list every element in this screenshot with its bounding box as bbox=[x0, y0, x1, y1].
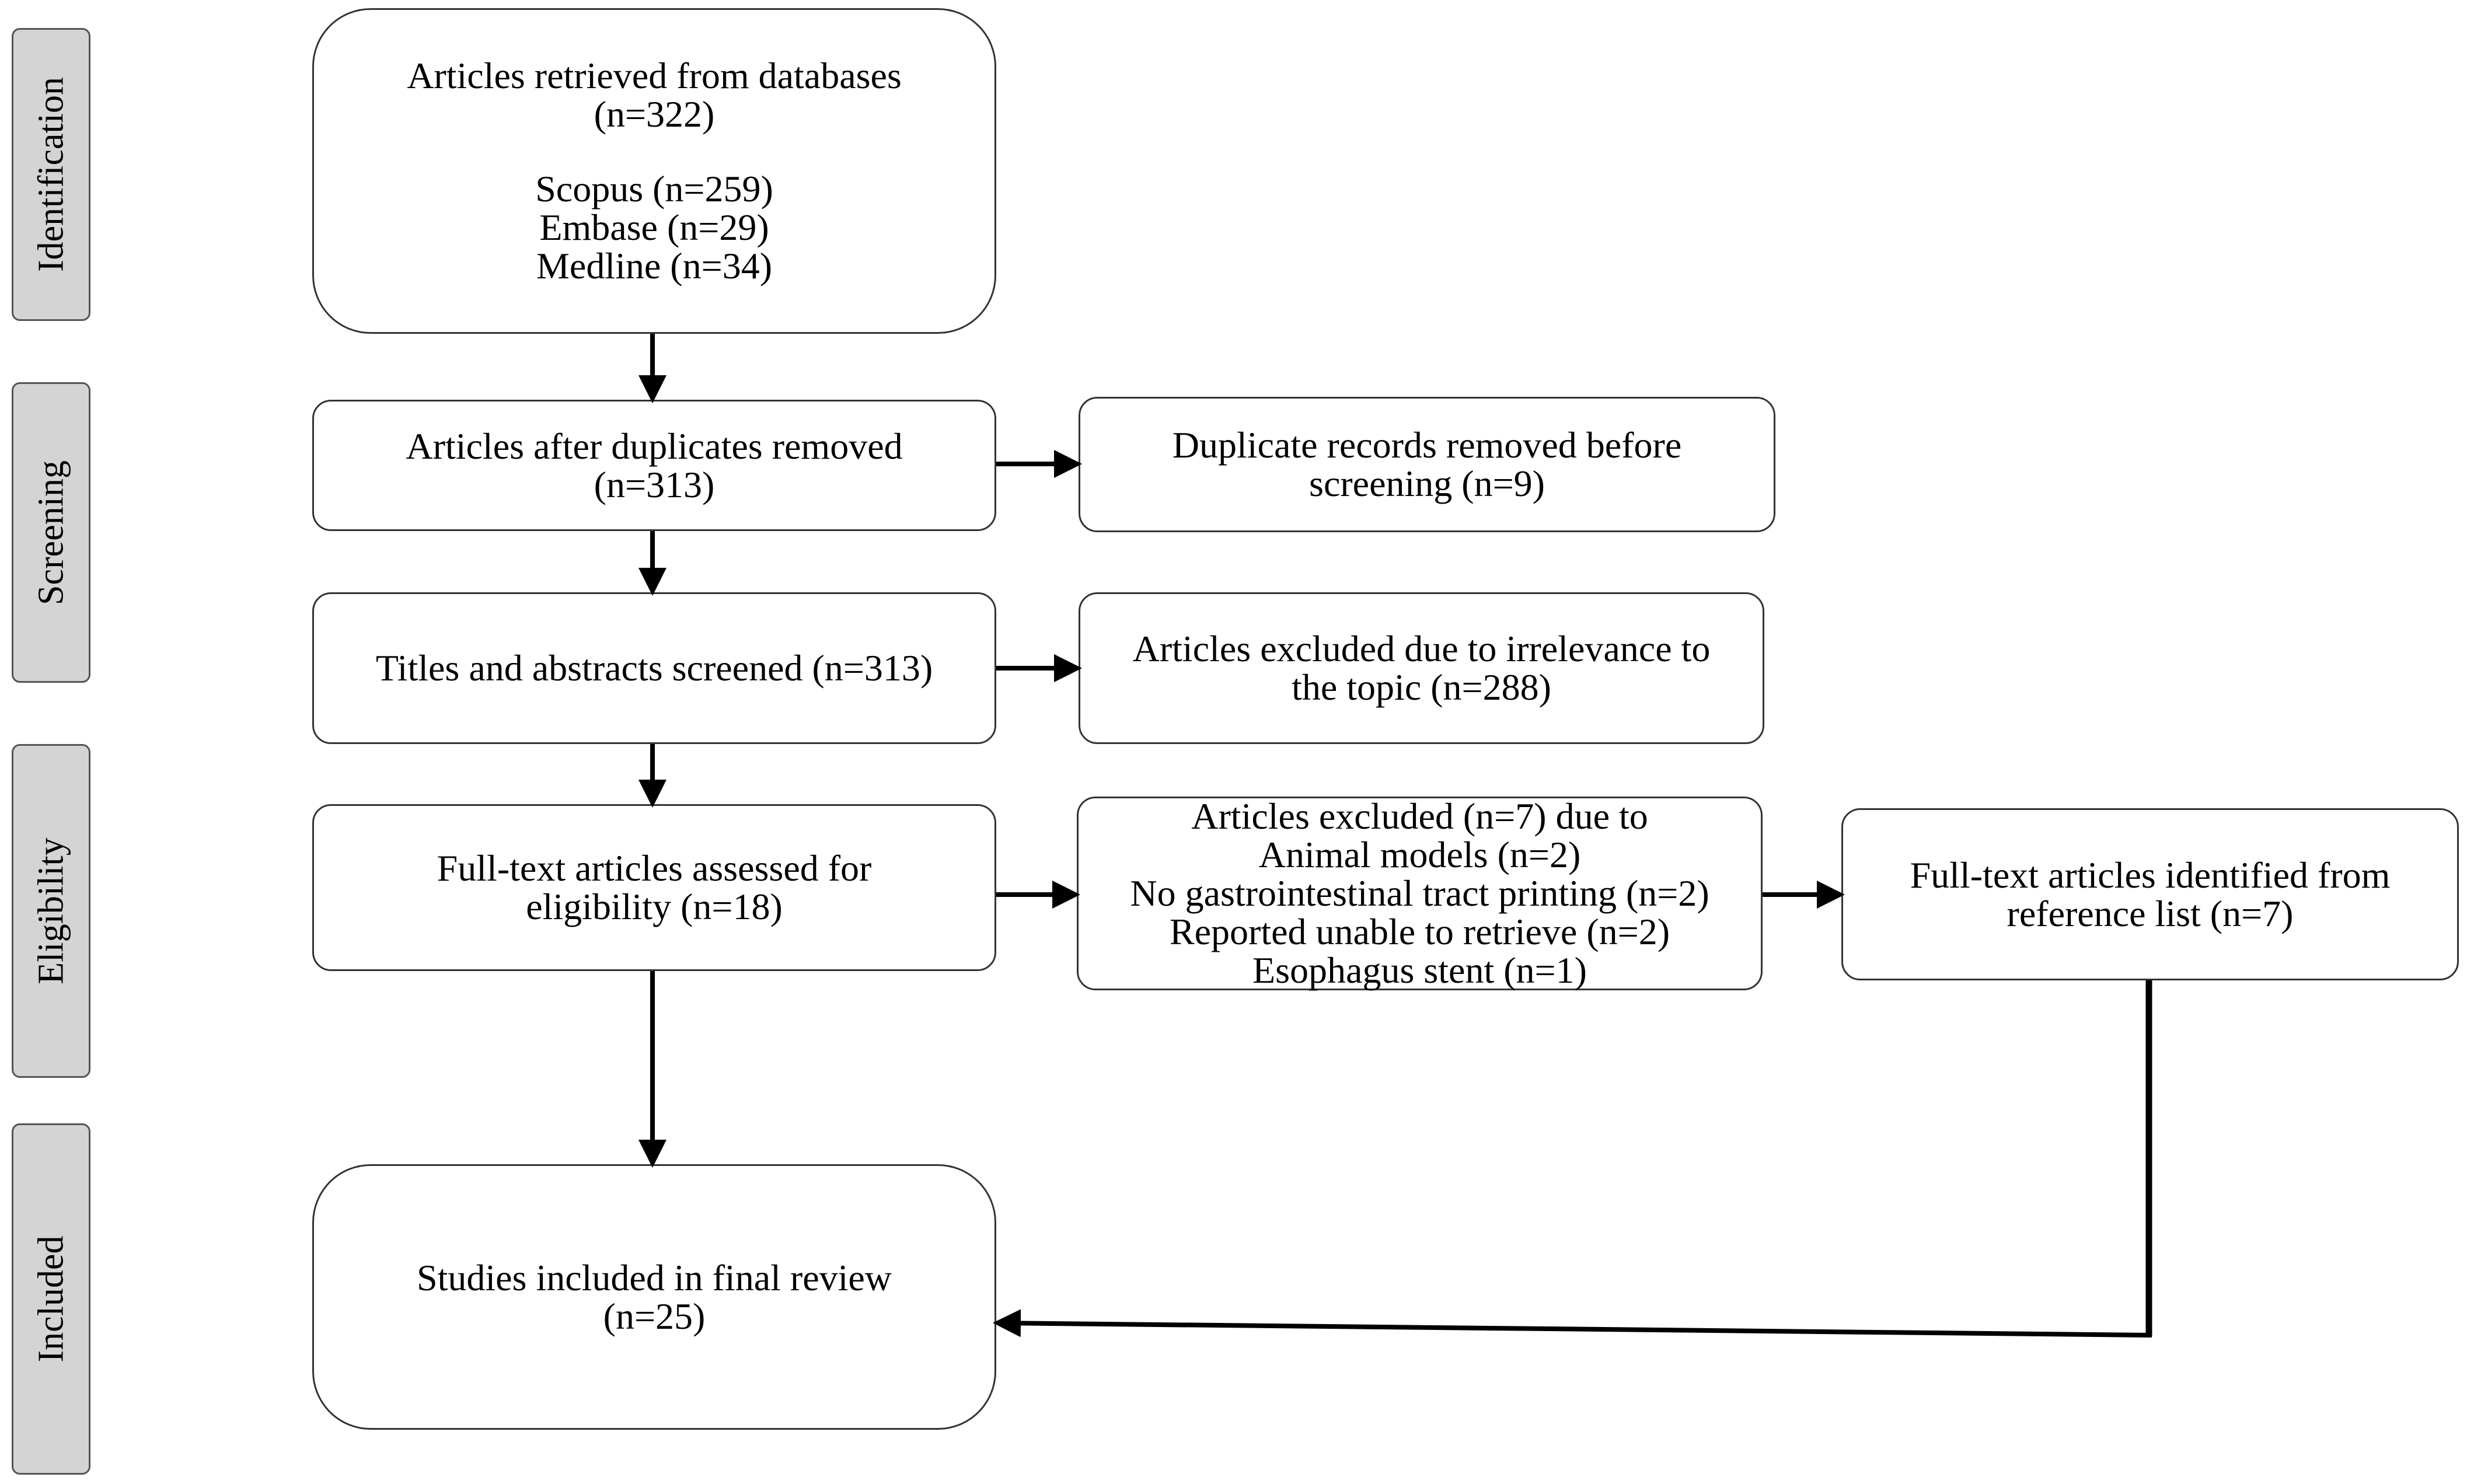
box-excluded-irrelevance: Articles excluded due to irrelevance to … bbox=[1079, 592, 1764, 744]
reason-unable-retrieve: Reported unable to retrieve (n=2) bbox=[1169, 911, 1670, 952]
stage-eligibility: Eligibility bbox=[12, 744, 90, 1078]
after-duplicates-count: (n=313) bbox=[594, 463, 715, 505]
full-text-title: Full-text articles assessed for bbox=[437, 847, 872, 889]
stage-identification: Identification bbox=[12, 28, 90, 321]
full-text-count: eligibility (n=18) bbox=[526, 886, 783, 927]
duplicates-removed-count: screening (n=9) bbox=[1309, 463, 1545, 504]
stage-included: Included bbox=[12, 1123, 90, 1475]
after-duplicates-title: Articles after duplicates removed bbox=[406, 425, 903, 467]
reason-no-gi-printing: No gastrointestinal tract printing (n=2) bbox=[1130, 872, 1709, 914]
box-duplicates-removed: Duplicate records removed before screeni… bbox=[1079, 397, 1775, 532]
excluded-irrelevance-title: Articles excluded due to irrelevance to bbox=[1132, 628, 1711, 669]
source-embase: Embase (n=29) bbox=[539, 207, 769, 248]
duplicates-removed-title: Duplicate records removed before bbox=[1172, 424, 1682, 466]
reference-list-count: reference list (n=7) bbox=[2007, 892, 2294, 934]
reason-animal-models: Animal models (n=2) bbox=[1258, 834, 1581, 875]
reference-list-title: Full-text articles identified from bbox=[1910, 854, 2391, 896]
screened-title: Titles and abstracts screened (n=313) bbox=[375, 647, 933, 689]
retrieved-count: (n=322) bbox=[594, 93, 715, 135]
stage-screening: Screening bbox=[12, 382, 90, 683]
included-title: Studies included in final review bbox=[416, 1256, 892, 1298]
included-count: (n=25) bbox=[603, 1295, 706, 1337]
reason-esophagus-stent: Esophagus stent (n=1) bbox=[1252, 949, 1587, 991]
source-medline: Medline (n=34) bbox=[536, 245, 772, 287]
excluded-irrelevance-count: the topic (n=288) bbox=[1292, 666, 1551, 708]
box-excluded-reasons: Articles excluded (n=7) due to Animal mo… bbox=[1077, 797, 1763, 990]
box-after-duplicates: Articles after duplicates removed (n=313… bbox=[312, 400, 996, 531]
box-articles-retrieved: Articles retrieved from databases (n=322… bbox=[312, 8, 996, 334]
box-reference-list: Full-text articles identified from refer… bbox=[1841, 808, 2459, 980]
box-titles-screened: Titles and abstracts screened (n=313) bbox=[312, 592, 996, 744]
excluded-reasons-title: Articles excluded (n=7) due to bbox=[1191, 795, 1648, 837]
box-studies-included: Studies included in final review (n=25) bbox=[312, 1164, 996, 1430]
source-scopus: Scopus (n=259) bbox=[535, 168, 773, 209]
arrow-reference-list-to-included bbox=[993, 1309, 2152, 1338]
retrieved-title: Articles retrieved from databases bbox=[407, 55, 902, 96]
box-full-text-assessed: Full-text articles assessed for eligibil… bbox=[312, 804, 996, 971]
